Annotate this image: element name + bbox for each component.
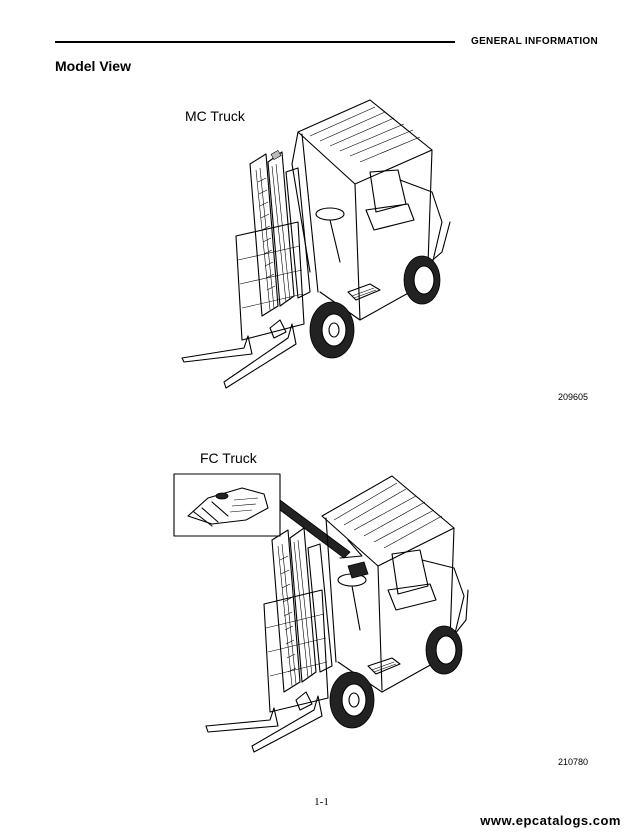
forklift-illustration-mc <box>181 99 451 389</box>
page-number: 1-1 <box>314 796 329 808</box>
watermark: www.epcatalogs.com <box>480 813 621 828</box>
figure-label-fc: FC Truck <box>200 450 257 466</box>
figure-code-mc: 209605 <box>558 392 589 402</box>
header-rule <box>55 41 455 43</box>
figure-label-mc: MC Truck <box>185 108 245 124</box>
forklift-illustration-fc <box>173 473 469 753</box>
page-title: Model View <box>55 58 131 74</box>
figure-code-fc: 210780 <box>558 757 589 767</box>
section-label: GENERAL INFORMATION <box>471 36 598 47</box>
